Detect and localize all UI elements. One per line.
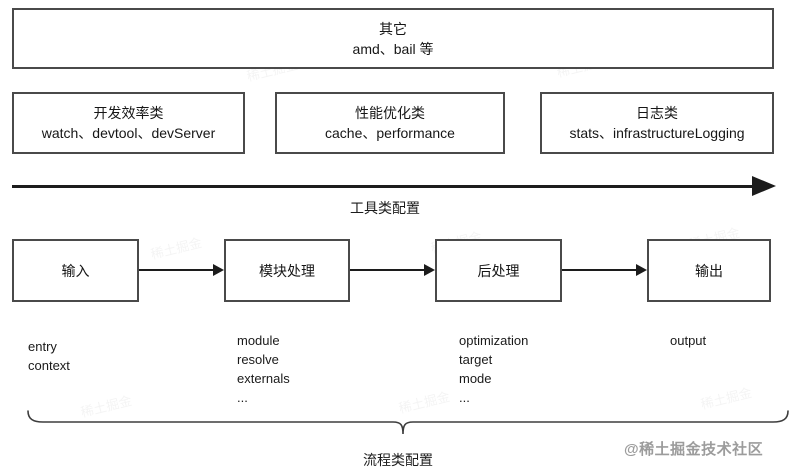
box-subtitle: cache、performance (325, 125, 455, 141)
postprocess-options-list: optimization target mode ... (459, 333, 529, 405)
module-options-list: module resolve externals ... (237, 333, 290, 405)
flow-step-label: 模块处理 (259, 262, 315, 279)
flow-step-postprocess-box: 后处理 (435, 239, 562, 302)
input-options-list: entry context (28, 339, 70, 373)
box-subtitle: watch、devtool、devServer (41, 125, 216, 141)
other-category-box: 其它 amd、bail 等 (12, 8, 774, 69)
logging-box: 日志类 stats、infrastructureLogging (540, 92, 774, 154)
dev-efficiency-box: 开发效率类 watch、devtool、devServer (12, 92, 245, 154)
flow-arrow-line (139, 269, 213, 271)
flow-arrow-line (350, 269, 424, 271)
box-subtitle: amd、bail 等 (352, 40, 434, 57)
flow-step-output-box: 输出 (647, 239, 771, 302)
flow-step-module-box: 模块处理 (224, 239, 350, 302)
box-title: 日志类 (636, 105, 678, 121)
flow-group-brace (27, 410, 789, 435)
box-title: 其它 (379, 20, 407, 37)
flow-step-label: 输入 (61, 262, 90, 279)
background-watermark: 稀土掘金 (149, 234, 204, 263)
flow-arrow-line (562, 269, 636, 271)
performance-box: 性能优化类 cache、performance (275, 92, 505, 154)
flow-arrowhead-icon (636, 264, 647, 276)
flow-arrowhead-icon (424, 264, 435, 276)
box-title: 开发效率类 (93, 105, 164, 121)
juejin-watermark: @稀土掘金技术社区 (624, 441, 764, 458)
flow-step-label: 后处理 (477, 262, 520, 279)
tool-axis-arrow-line (12, 185, 752, 188)
flow-step-input-box: 输入 (12, 239, 139, 302)
flow-axis-label: 流程类配置 (363, 452, 433, 468)
flow-step-label: 输出 (695, 262, 723, 279)
output-options-list: output (670, 333, 707, 348)
tool-axis-arrowhead-icon (752, 176, 776, 196)
box-subtitle: stats、infrastructureLogging (569, 125, 745, 141)
flow-arrowhead-icon (213, 264, 224, 276)
box-title: 性能优化类 (355, 105, 425, 121)
tool-axis-label: 工具类配置 (350, 200, 420, 216)
